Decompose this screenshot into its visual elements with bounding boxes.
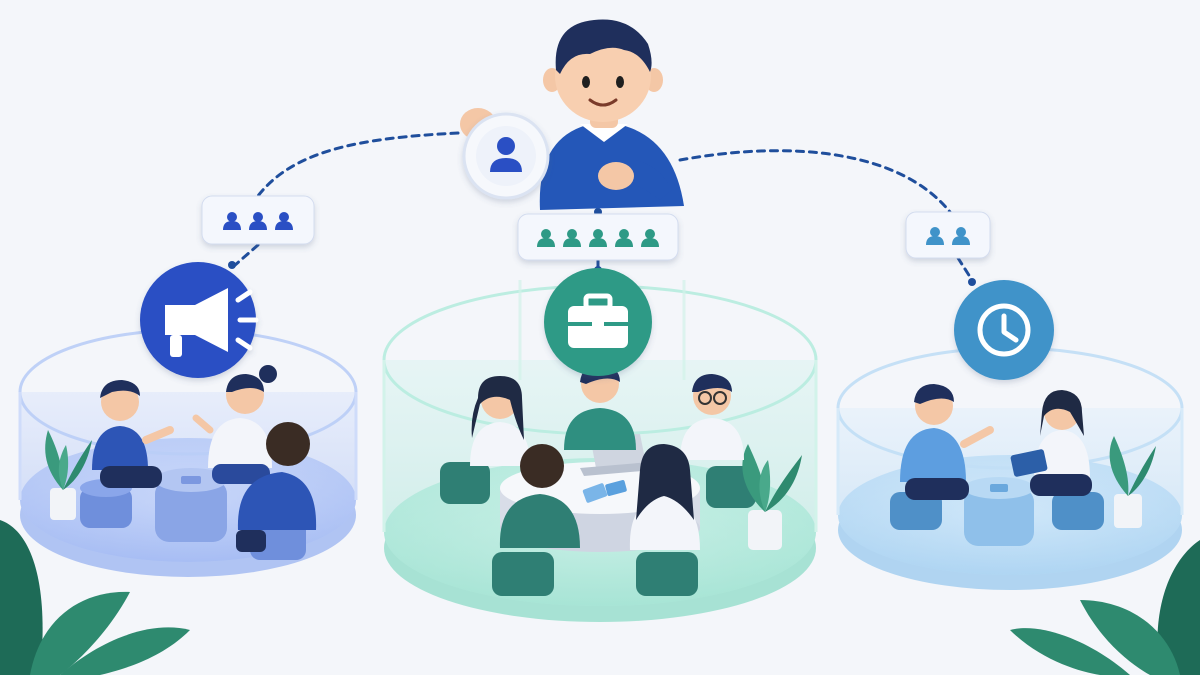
members-badge-right	[905, 211, 991, 259]
person-center-4	[499, 444, 580, 548]
connector-right	[678, 149, 952, 214]
person-left-2	[192, 365, 277, 484]
foreground-leaves-left	[0, 520, 190, 675]
briefcase-icon	[544, 268, 652, 376]
person-center-5	[629, 444, 700, 550]
members-badge-center	[517, 213, 679, 261]
person-left-1	[92, 380, 174, 488]
connector-left-down	[232, 243, 260, 268]
group-room-left	[18, 262, 358, 577]
user-icon	[462, 112, 550, 200]
person-right-1	[900, 384, 994, 500]
room-furniture	[890, 477, 1104, 546]
clock-icon	[954, 280, 1054, 380]
room-furniture	[440, 462, 756, 596]
person-center-1	[470, 376, 530, 466]
potted-plant	[742, 444, 802, 550]
foreground-leaves-right	[1010, 540, 1200, 675]
person-center-3	[680, 374, 744, 460]
person-right-2	[1010, 390, 1092, 496]
group-room-right	[836, 280, 1184, 590]
group-room-center	[382, 268, 818, 622]
megaphone-icon	[140, 262, 259, 378]
potted-plant	[45, 430, 92, 520]
manager-character	[460, 19, 684, 210]
members-badge-left	[201, 195, 315, 245]
connector-left	[253, 131, 460, 202]
connector-right-down	[956, 256, 974, 282]
person-left-3	[236, 422, 317, 552]
potted-plant	[1109, 436, 1156, 528]
